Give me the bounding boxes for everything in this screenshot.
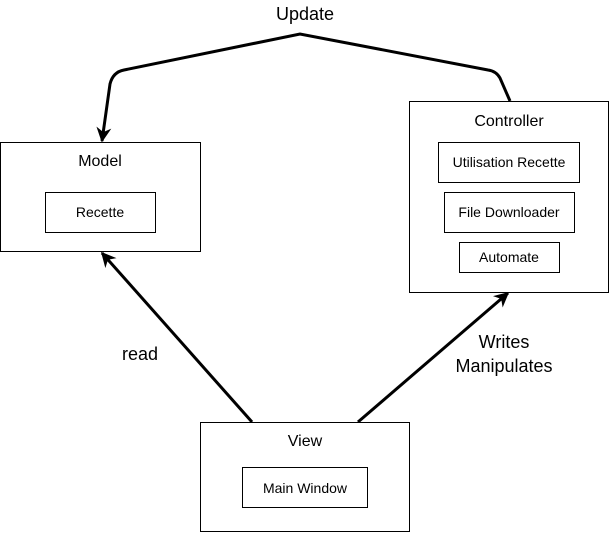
file-downloader-label: File Downloader (458, 204, 559, 220)
file-downloader-box (444, 192, 575, 233)
writes-arrow (357, 291, 510, 424)
controller-title: Controller (474, 113, 544, 130)
recette-label: Recette (76, 204, 124, 220)
view-box: View Main Window (200, 422, 410, 532)
main-window-box (242, 467, 368, 508)
update-label: Update (276, 4, 334, 24)
model-box: Model Recette (0, 142, 201, 252)
recette-box (45, 192, 156, 233)
main-window-label: Main Window (263, 480, 348, 496)
model-title: Model (78, 153, 122, 170)
manipulates-label: Manipulates (455, 356, 552, 376)
read-arrow (100, 251, 254, 423)
writes-label: Writes (479, 332, 530, 352)
utilisation-recette-box (438, 142, 580, 183)
utilisation-recette-label: Utilisation Recette (453, 154, 566, 170)
update-arrow (96, 32, 512, 143)
automate-label: Automate (479, 249, 539, 265)
read-label: read (122, 344, 158, 364)
view-title: View (288, 433, 323, 450)
controller-box: Controller Utilisation Recette File Down… (409, 101, 609, 293)
automate-box (459, 242, 560, 273)
